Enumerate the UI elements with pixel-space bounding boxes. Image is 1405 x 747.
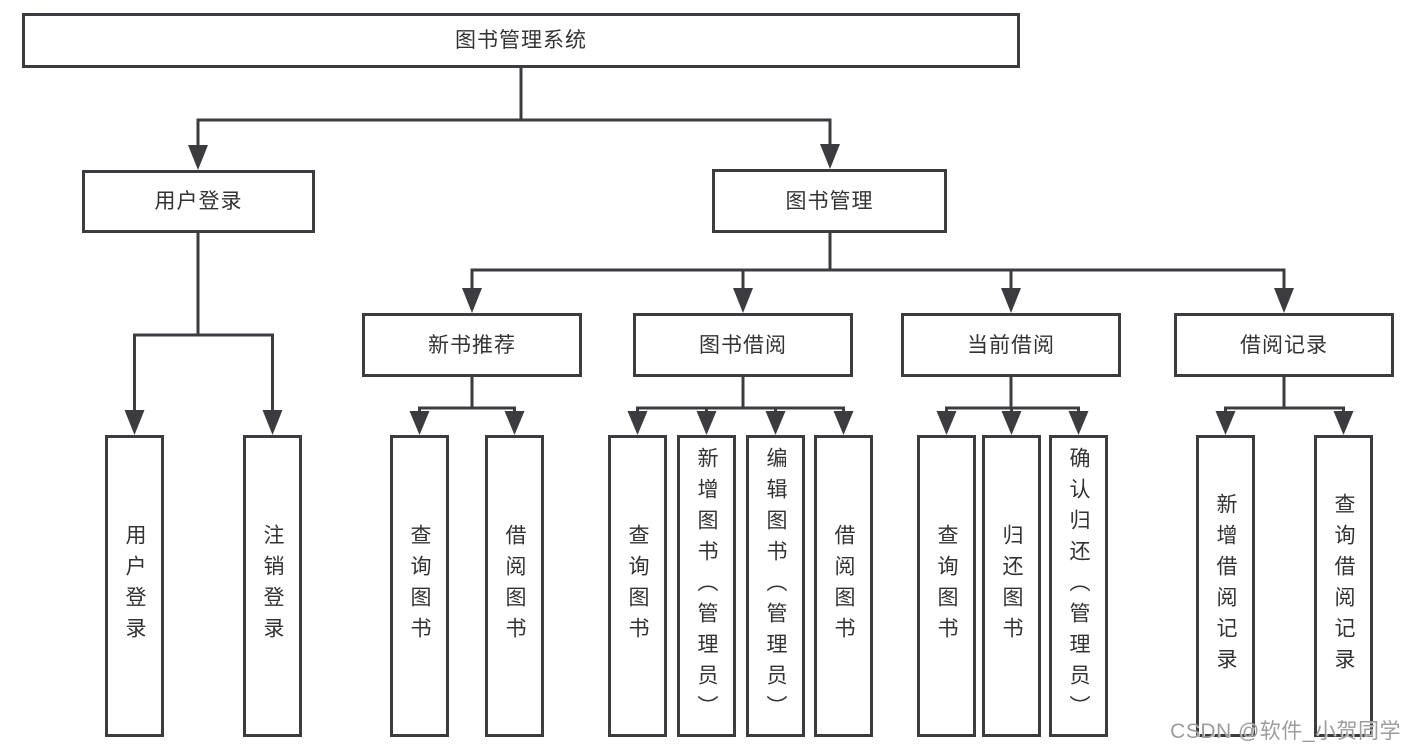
leaf-recommend-borrow-books: 借阅图书 [485,435,544,737]
leaf-add-books-admin: 新增图书（管理员） [677,435,736,737]
node-new-book-recommend: 新书推荐 [362,313,582,377]
leaf-logout: 注销登录 [243,435,302,737]
leaf-edit-books-admin: 编辑图书（管理员） [746,435,805,737]
node-book-borrow-label: 图书借阅 [699,333,787,357]
node-current-borrow-label: 当前借阅 [967,333,1055,357]
node-borrow-records-label: 借阅记录 [1240,333,1328,357]
leaf-recommend-query-books: 查询图书 [390,435,449,737]
node-root-label: 图书管理系统 [455,29,587,52]
leaf-current-query-books-label: 查询图书 [935,524,958,648]
connector-bookmgmt-to-level2 [462,230,1294,313]
node-book-management-label: 图书管理 [785,189,874,213]
connector-userlogin-to-children [124,231,283,435]
leaf-logout-label: 注销登录 [261,524,284,648]
leaf-borrow-books: 借阅图书 [814,435,873,737]
connector-root-to-level1 [188,66,840,170]
leaf-query-borrow-record: 查询借阅记录 [1314,435,1373,737]
connector-currentborrow-to-children [936,375,1089,435]
leaf-borrow-books-label: 借阅图书 [832,524,855,648]
node-book-management: 图书管理 [712,169,947,233]
leaf-add-books-admin-label: 新增图书（管理员） [695,446,718,726]
leaf-add-borrow-record: 新增借阅记录 [1196,435,1255,737]
leaf-add-borrow-record-label: 新增借阅记录 [1214,493,1237,679]
leaf-return-books-label: 归还图书 [1000,524,1023,648]
node-book-borrow: 图书借阅 [633,313,853,377]
node-root-system: 图书管理系统 [22,13,1020,68]
leaf-recommend-query-books-label: 查询图书 [408,524,431,648]
node-borrow-records: 借阅记录 [1174,313,1394,377]
leaf-borrow-query-books: 查询图书 [608,435,667,737]
leaf-query-borrow-record-label: 查询借阅记录 [1332,493,1355,679]
connector-newbooks-to-children [409,375,525,435]
node-new-book-recommend-label: 新书推荐 [428,333,516,357]
node-user-login-label: 用户登录 [154,190,243,213]
leaf-borrow-query-books-label: 查询图书 [626,524,649,648]
connector-borrowrecords-to-children [1215,375,1354,435]
csdn-watermark: CSDN @软件_小贺同学 [1170,720,1401,743]
leaf-confirm-return-admin: 确认归还（管理员） [1049,435,1108,737]
connector-bookborrow-to-children [627,375,854,435]
leaf-user-login: 用户登录 [105,435,164,737]
leaf-return-books: 归还图书 [982,435,1041,737]
node-current-borrow: 当前借阅 [901,313,1121,377]
leaf-user-login-label: 用户登录 [123,524,146,648]
leaf-edit-books-admin-label: 编辑图书（管理员） [764,446,787,726]
leaf-recommend-borrow-books-label: 借阅图书 [503,524,526,648]
leaf-current-query-books: 查询图书 [917,435,976,737]
leaf-confirm-return-admin-label: 确认归还（管理员） [1067,446,1090,726]
node-user-login: 用户登录 [82,170,315,233]
